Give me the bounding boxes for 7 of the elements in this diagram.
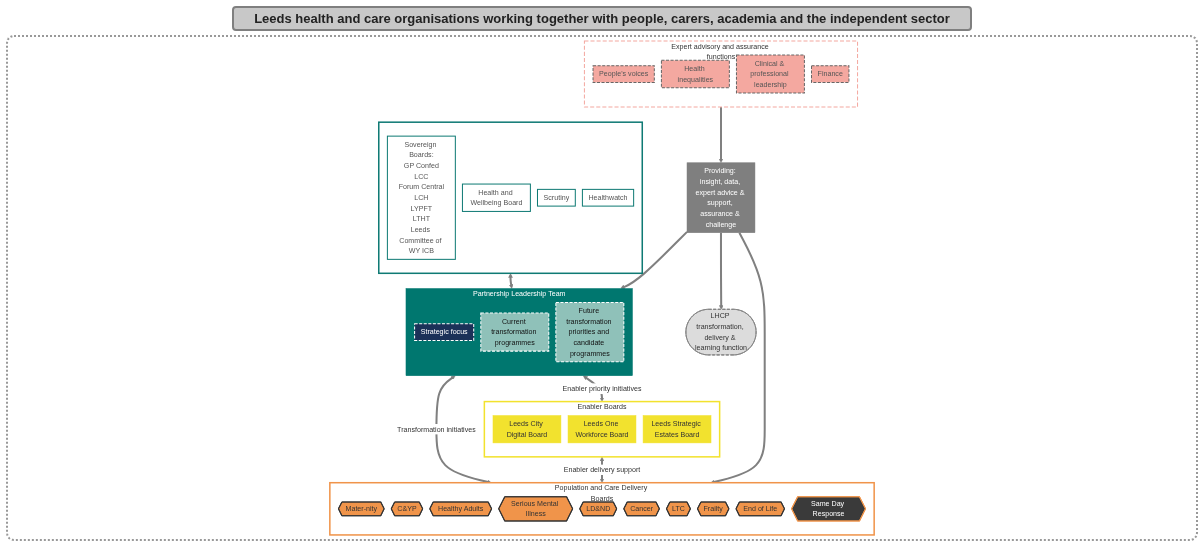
cluster (378, 121, 643, 275)
arrow (710, 232, 766, 484)
arrow (620, 231, 688, 289)
title-bar: Leeds health and care organisations working together with people, carers, academia and the independent sector (232, 6, 972, 31)
arrow (718, 107, 724, 163)
arrow (718, 232, 724, 310)
arrow (435, 375, 492, 484)
